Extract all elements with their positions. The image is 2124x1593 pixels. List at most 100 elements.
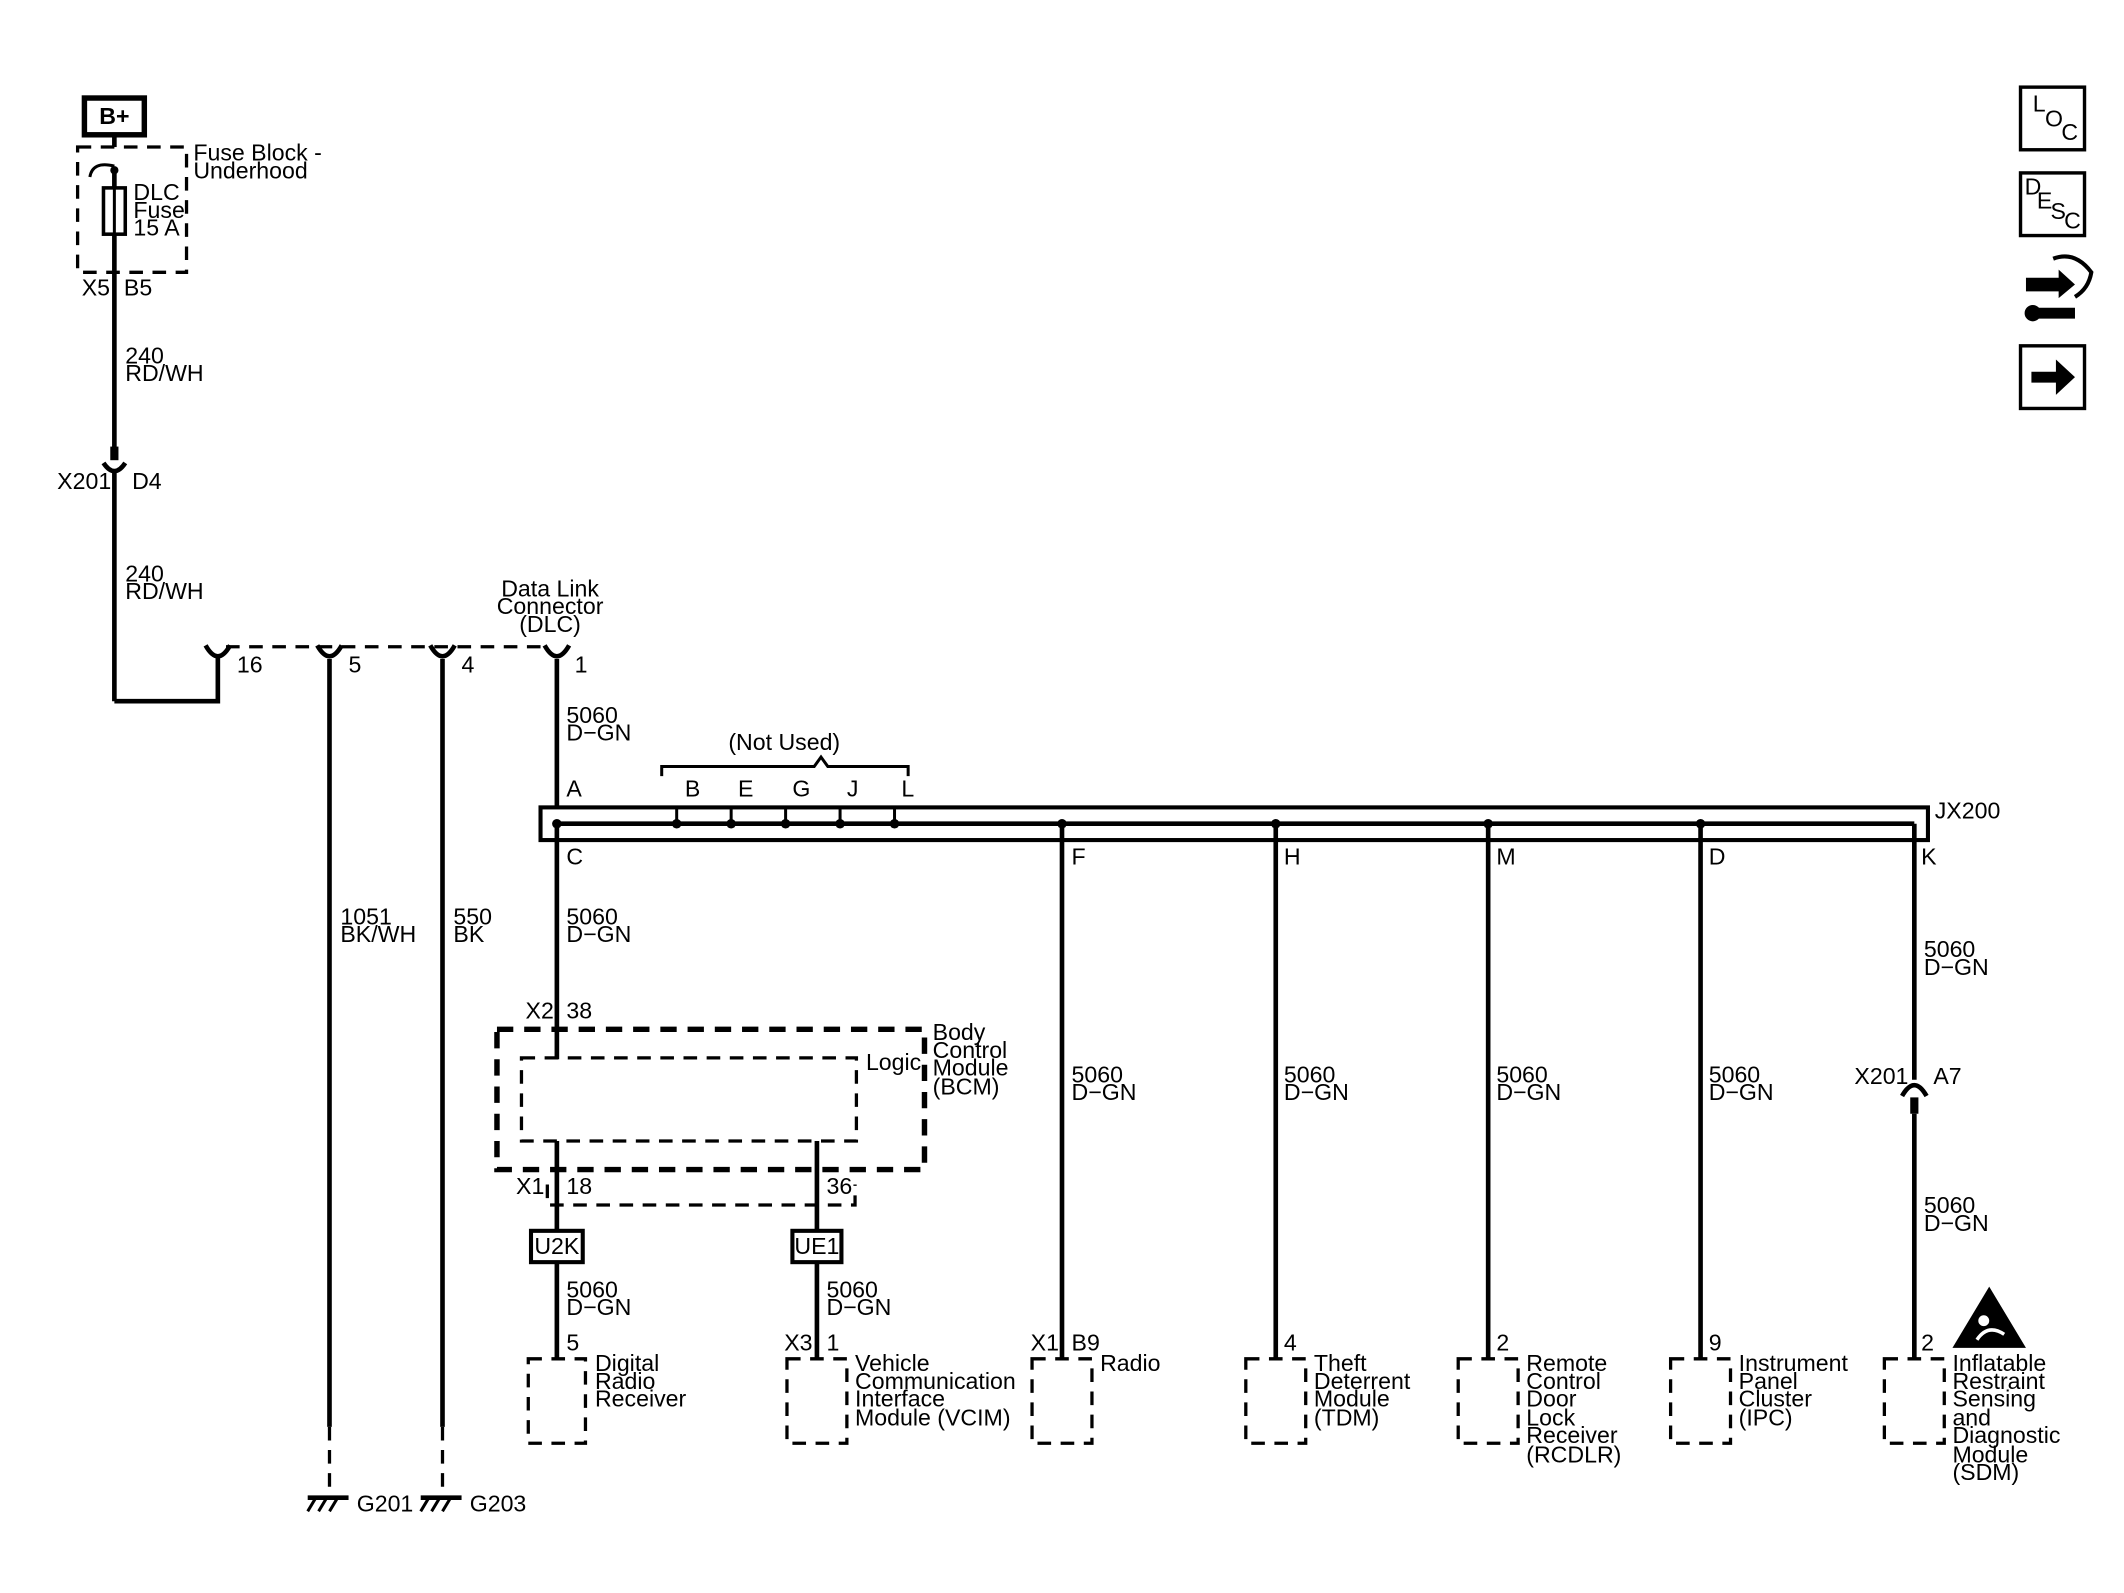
- dlc-pin-4-label: 4: [462, 652, 475, 678]
- module-conn: X3: [784, 1330, 812, 1356]
- wire-1051-color: BK/WH: [340, 921, 416, 947]
- bcm-label-3: Module: [933, 1055, 1009, 1081]
- ground-g203-label: G203: [470, 1490, 527, 1516]
- wire-h-color: D−GN: [1284, 1079, 1349, 1105]
- wire-240b-circuit: 240: [125, 560, 164, 586]
- arrow-right-icon: [2031, 359, 2075, 395]
- airbag-warning-icon: [1952, 1286, 2026, 1348]
- wire-u2k-color: D−GN: [566, 1294, 631, 1320]
- location-button[interactable]: L O C: [2018, 85, 2087, 152]
- bcm-label-2: Control: [933, 1037, 1008, 1063]
- bcm-logic-box: [519, 1056, 859, 1143]
- wire-dlc-circuit: 5060: [566, 702, 617, 728]
- wire-u2k-circuit: 5060: [566, 1277, 617, 1303]
- wire-ue1-color: D−GN: [826, 1294, 891, 1320]
- wire-bcm-color: D−GN: [566, 921, 631, 947]
- desc-letter: D: [2025, 174, 2042, 200]
- fuse-name-2: Fuse: [133, 197, 184, 223]
- dlc-pin-5-label: 5: [349, 652, 362, 678]
- ground-g201-label: G201: [357, 1490, 414, 1516]
- dlc-pin-16: [203, 644, 233, 659]
- module-name-line: Receiver: [595, 1385, 687, 1411]
- module-name-line: Door: [1526, 1385, 1576, 1411]
- module-name-line: Lock: [1526, 1405, 1575, 1431]
- loc-letter: C: [2061, 119, 2078, 145]
- dlc-pin-1-label: 1: [575, 652, 588, 678]
- x201-right-conn: X201: [1854, 1063, 1908, 1089]
- connector-service-icon[interactable]: [2024, 254, 2094, 322]
- wire-d-circuit: 5060: [1709, 1061, 1760, 1087]
- wire-240b-color: RD/WH: [125, 578, 203, 604]
- fuse-pin-label: B5: [124, 274, 152, 300]
- module-sdm: 2 Inflatable Restraint Sensing and Diagn…: [1882, 1330, 2060, 1485]
- module-name-line: Control: [1526, 1368, 1601, 1394]
- module-name-line: Diagnostic: [1952, 1422, 2060, 1448]
- module-name-line: (IPC): [1739, 1405, 1793, 1431]
- bcm-conn-top: X2: [526, 997, 554, 1023]
- wire-k-color: D−GN: [1924, 954, 1989, 980]
- splice-pin-g: G: [792, 776, 810, 802]
- wire-h-circuit: 5060: [1284, 1061, 1335, 1087]
- module-name-line: Module: [1314, 1385, 1390, 1411]
- splice-pin-l: L: [901, 776, 914, 802]
- fuse-jumper: [88, 163, 115, 178]
- splice-pin-a: A: [566, 776, 582, 802]
- bcm-pin-36: 36: [826, 1173, 852, 1199]
- module-name-line: Interface: [855, 1385, 945, 1411]
- bcm-pin-18: 18: [566, 1173, 592, 1199]
- desc-letter: E: [2037, 187, 2052, 213]
- module-conn: X1: [1031, 1330, 1059, 1356]
- bcm-label-4: (BCM): [933, 1074, 1000, 1100]
- module-name-line: Instrument: [1739, 1350, 1849, 1376]
- dlc-pin-1: [542, 644, 572, 659]
- module-rcdlr: 2 Remote Control Door Lock Receiver (RCD…: [1456, 1330, 1621, 1467]
- fuse-rating: 15 A: [133, 215, 180, 241]
- module-name-line: Module (VCIM): [855, 1405, 1010, 1431]
- module-pin: 4: [1284, 1330, 1297, 1356]
- module-name-line: Sensing: [1952, 1385, 2036, 1411]
- description-button[interactable]: D E S C: [2018, 171, 2087, 238]
- desc-letter: S: [2050, 198, 2065, 224]
- splice-pin-c: C: [566, 844, 583, 870]
- module-name-line: Remote: [1526, 1350, 1607, 1376]
- module-pin: 9: [1709, 1330, 1722, 1356]
- bcm-label-1: Body: [933, 1019, 986, 1045]
- module-name-line: Radio: [595, 1368, 655, 1394]
- splice-name: JX200: [1935, 797, 2001, 823]
- module-name-line: Theft: [1314, 1350, 1367, 1376]
- x201-top-pin: D4: [132, 468, 162, 494]
- module-name-line: Restraint: [1952, 1368, 2045, 1394]
- module-name-line: Communication: [855, 1368, 1016, 1394]
- wire-sdm-color: D−GN: [1924, 1210, 1989, 1236]
- wire-m-circuit: 5060: [1496, 1061, 1547, 1087]
- splice-pin-f: F: [1072, 844, 1086, 870]
- module-digital-radio-receiver: 5 Digital Radio Receiver: [526, 1330, 687, 1445]
- module-radio: X1 B9 Radio: [1030, 1330, 1161, 1445]
- fuse-name: DLC: [133, 179, 179, 205]
- splice-pin-h: H: [1284, 844, 1301, 870]
- module-name-line: and: [1952, 1405, 1991, 1431]
- module-name-line: Deterrent: [1314, 1368, 1411, 1394]
- module-name-line: Vehicle: [855, 1350, 930, 1376]
- fuse-block-outline: [75, 145, 189, 274]
- wire-dlc-color: D−GN: [566, 720, 631, 746]
- wire-m-color: D−GN: [1496, 1079, 1561, 1105]
- bcm-logic-label: Logic: [866, 1049, 921, 1075]
- ground-g201-icon: [306, 1495, 349, 1513]
- module-name-line: Panel: [1739, 1368, 1798, 1394]
- module-name-line: (TDM): [1314, 1405, 1380, 1431]
- module-name-line: (RCDLR): [1526, 1441, 1621, 1467]
- wire-550-circuit: 550: [453, 903, 492, 929]
- splice-pin-m: M: [1496, 844, 1515, 870]
- not-used-bracket: [660, 754, 910, 777]
- module-name-line: Radio: [1100, 1350, 1160, 1376]
- loc-letter: L: [2033, 91, 2046, 117]
- bcm-outline: [494, 1026, 928, 1173]
- module-pin: 2: [1496, 1330, 1509, 1356]
- wire-bcm-circuit: 5060: [566, 903, 617, 929]
- wire-f-color: D−GN: [1072, 1079, 1137, 1105]
- b-plus-label: B+: [99, 103, 129, 129]
- module-name-line: Module: [1952, 1441, 2028, 1467]
- next-arrow-button[interactable]: [2018, 344, 2087, 411]
- u2k-label: U2K: [534, 1233, 580, 1259]
